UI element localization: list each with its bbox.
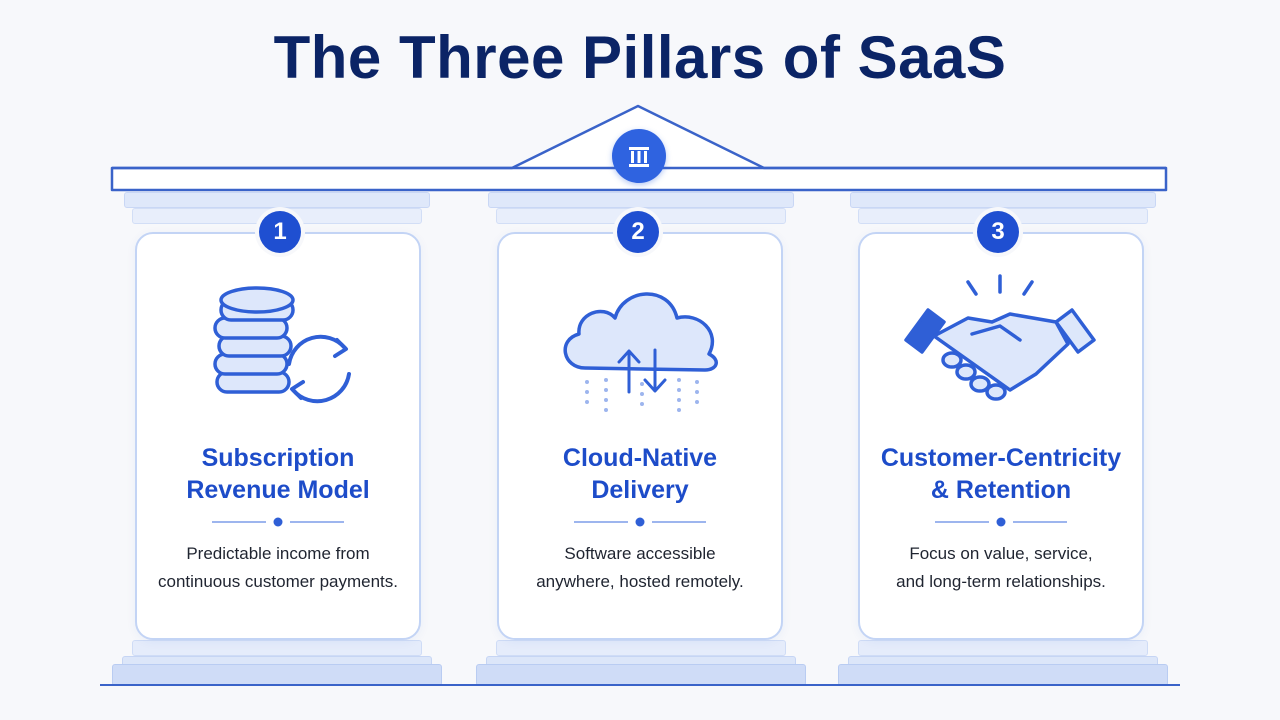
cloud-upload-download-icon [563, 292, 718, 412]
pillar-2-desc-line2: anywhere, hosted remotely. [536, 572, 744, 591]
pillar-2-plinth [476, 664, 806, 686]
pillar-2-base-top [496, 640, 786, 656]
pillar-3-description: Focus on value, service, and long-term r… [866, 540, 1136, 596]
pillar-1-divider [212, 517, 344, 527]
pillar-1-desc-line2: continuous customer payments. [157, 572, 398, 591]
pillar-card-customer: Customer-Centricity & Retention Focus on… [858, 232, 1144, 640]
pillar-1-capital [124, 192, 430, 208]
pillar-2-title-line2: Delivery [591, 476, 689, 504]
pillar-2-description: Software accessible anywhere, hosted rem… [505, 540, 775, 596]
pillar-3-title-line2: & Retention [930, 476, 1072, 504]
pillar-2-divider [574, 517, 706, 527]
pillar-3-desc-line2: and long-term relationships. [896, 572, 1106, 591]
pillar-1-title-line2: Revenue Model [186, 476, 370, 504]
pillar-3-title: Customer-Centricity & Retention [860, 442, 1142, 506]
pillar-3-capital [850, 192, 1156, 208]
pillar-1-title-line1: Subscription [201, 444, 355, 472]
pillar-1-plinth [112, 664, 442, 686]
pillar-3-number-badge: 3 [977, 211, 1019, 253]
coins-recurring-icon [213, 286, 351, 404]
pillar-3-base-top [858, 640, 1148, 656]
pillar-3-desc-line1: Focus on value, service, [909, 544, 1093, 563]
handshake-icon [904, 274, 1096, 401]
pillar-3-title-line1: Customer-Centricity [880, 444, 1122, 472]
pillar-1-title: Subscription Revenue Model [137, 442, 419, 506]
classical-building-icon [612, 129, 666, 183]
pillar-2-capital [488, 192, 794, 208]
pillar-3-plinth [838, 664, 1168, 686]
pillar-2-title: Cloud-Native Delivery [499, 442, 781, 506]
pillar-card-cloud: Cloud-Native Delivery Software accessibl… [497, 232, 783, 640]
pillar-card-subscription: Subscription Revenue Model Predictable i… [135, 232, 421, 640]
pillar-1-desc-line1: Predictable income from [186, 544, 370, 563]
page-title: The Three Pillars of SaaS [273, 24, 1007, 91]
ground-line [100, 684, 1180, 686]
pillar-3-divider [935, 517, 1067, 527]
pillar-1-description: Predictable income from continuous custo… [143, 540, 413, 596]
pillar-2-number-badge: 2 [617, 211, 659, 253]
pillar-1-number-badge: 1 [259, 211, 301, 253]
pillar-2-title-line1: Cloud-Native [562, 444, 718, 472]
pillar-2-desc-line1: Software accessible [564, 544, 716, 563]
pillar-1-base-top [132, 640, 422, 656]
